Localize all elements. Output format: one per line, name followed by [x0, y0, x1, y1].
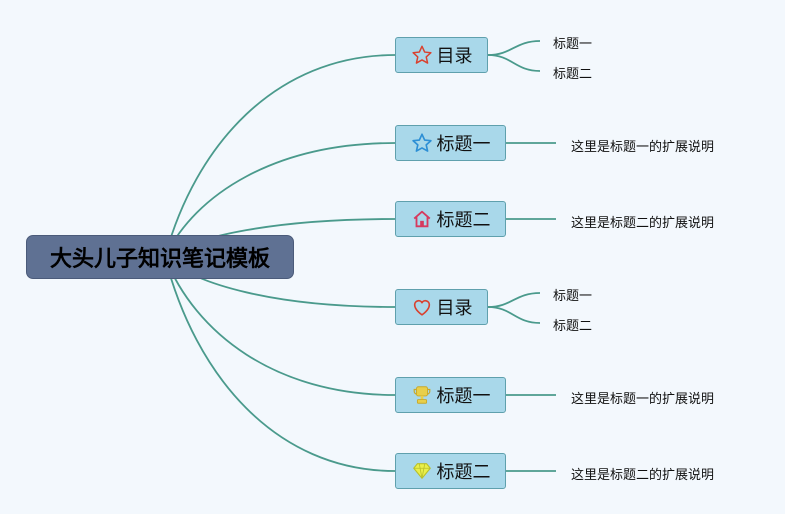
- subtopic-item[interactable]: 这里是标题一的扩展说明: [571, 392, 715, 407]
- subtopic-item[interactable]: 标题一: [553, 289, 593, 304]
- star-blue-icon: [411, 132, 433, 154]
- branch-topic-heading-3[interactable]: 标题一: [395, 377, 506, 413]
- root-to-branch-connector: [164, 54, 396, 258]
- branch-to-subtopic-connector: [487, 306, 541, 324]
- root-to-branch-connector: [164, 256, 396, 472]
- subtopic-item[interactable]: 这里是标题二的扩展说明: [571, 468, 715, 483]
- subtopic-item[interactable]: 标题一: [553, 37, 593, 52]
- branch-to-subtopic-connector: [487, 54, 541, 72]
- branch-topic-contents-1[interactable]: 目录: [395, 37, 488, 73]
- subtopic-item[interactable]: 标题二: [553, 67, 593, 82]
- heart-icon: [411, 296, 433, 318]
- branch-topic-label: 标题二: [436, 462, 491, 483]
- root-topic-label: 大头儿子知识笔记模板: [49, 247, 270, 272]
- branch-topic-label: 标题一: [436, 386, 491, 407]
- trophy-icon: [411, 384, 433, 406]
- branch-topic-label: 标题一: [436, 134, 491, 155]
- branch-to-subtopic-connector: [487, 40, 541, 56]
- branch-topic-heading-1[interactable]: 标题一: [395, 125, 506, 161]
- branch-to-subtopic-connector: [487, 292, 541, 308]
- branch-topic-label: 标题二: [436, 210, 491, 231]
- subtopic-item[interactable]: 这里是标题二的扩展说明: [571, 216, 715, 231]
- branch-topic-heading-4[interactable]: 标题二: [395, 453, 506, 489]
- root-to-branch-connector: [164, 142, 396, 258]
- root-to-branch-connector: [164, 256, 396, 396]
- subtopic-item[interactable]: 这里是标题一的扩展说明: [571, 140, 715, 155]
- diamond-icon: [411, 460, 433, 482]
- branch-topic-label: 目录: [436, 46, 473, 67]
- root-topic[interactable]: 大头儿子知识笔记模板: [26, 235, 294, 279]
- branch-topic-label: 目录: [436, 298, 473, 319]
- star-outline-icon: [411, 44, 433, 66]
- branch-topic-heading-2[interactable]: 标题二: [395, 201, 506, 237]
- house-icon: [411, 208, 433, 230]
- branch-topic-contents-2[interactable]: 目录: [395, 289, 488, 325]
- subtopic-item[interactable]: 标题二: [553, 319, 593, 334]
